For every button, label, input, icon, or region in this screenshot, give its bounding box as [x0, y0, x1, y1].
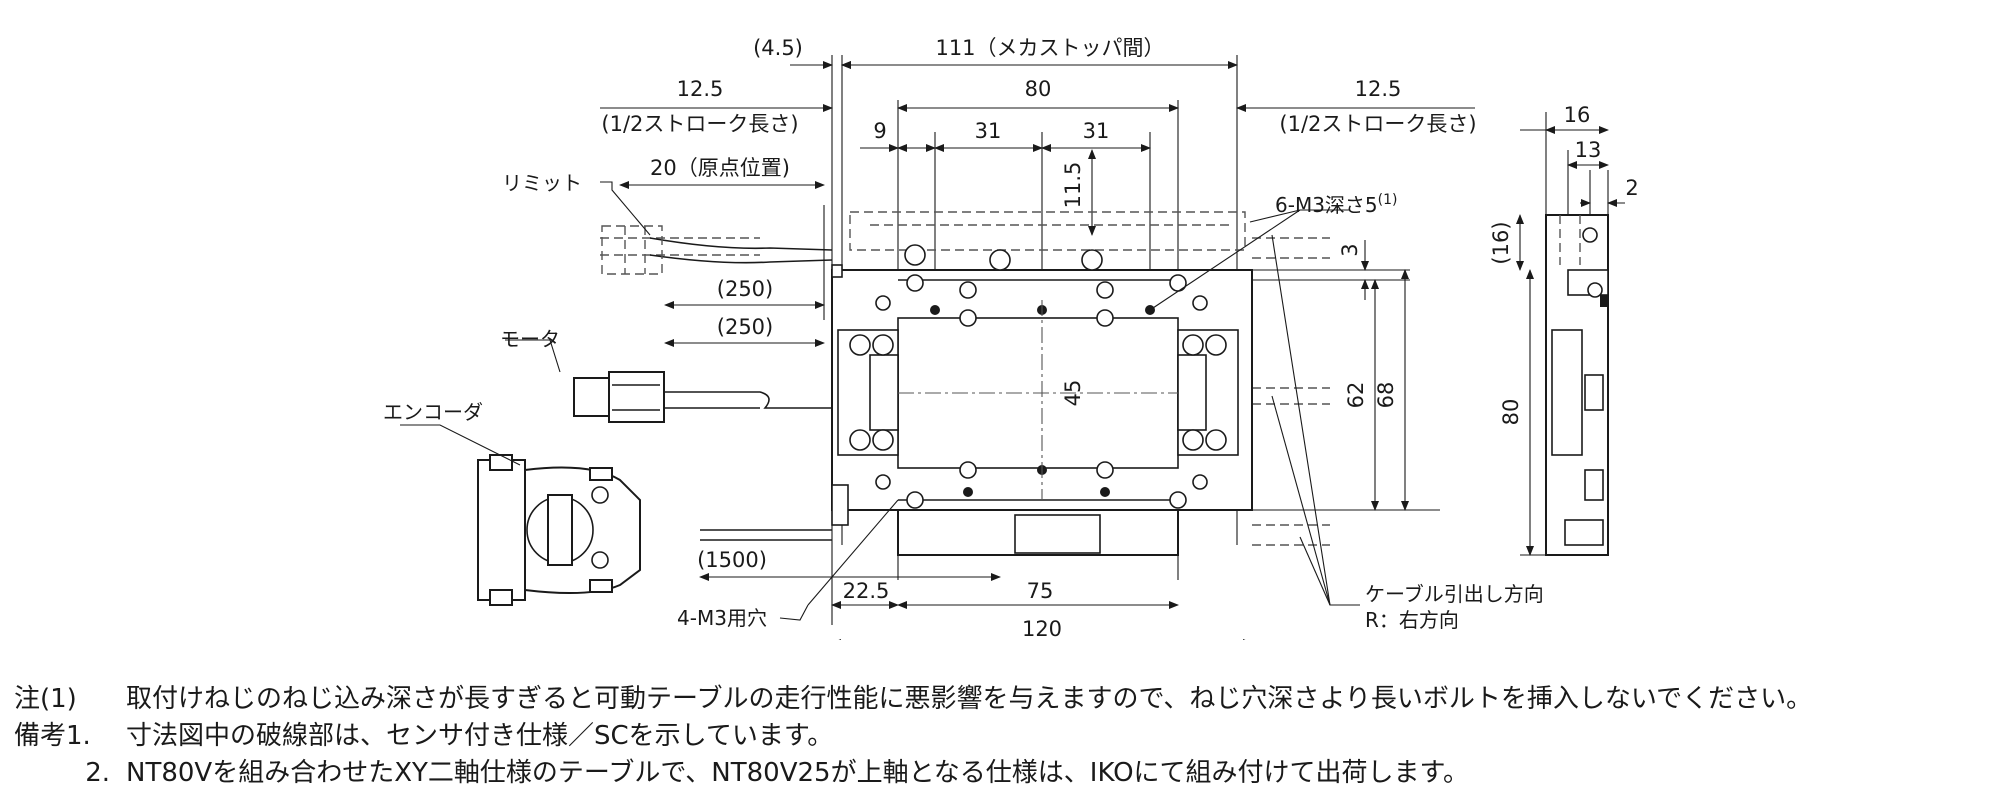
dim-12-5-left: 12.5	[677, 77, 724, 101]
note-text: 寸法図中の破線部は、センサ付き仕様／SCを示しています。	[126, 721, 834, 751]
cable-r-label: R：右方向	[1365, 608, 1459, 632]
dim-111: 111（メカストッパ間）	[935, 36, 1164, 60]
dimension-texts: (4.5) 111（メカストッパ間） 80 12.5 (1/2ストローク長さ) …	[601, 36, 1638, 640]
dim-250-b: (250)	[717, 315, 773, 339]
note-row: 備考1. 寸法図中の破線部は、センサ付き仕様／SCを示しています。	[14, 715, 1984, 752]
note-label: 2.	[85, 758, 110, 788]
dim-75: 75	[1027, 579, 1054, 603]
dim-16: 16	[1564, 103, 1591, 127]
side-view	[1545, 214, 1609, 556]
dimension-drawing: (4.5) 111（メカストッパ間） 80 12.5 (1/2ストローク長さ) …	[383, 36, 1639, 640]
dim-250-a: (250)	[717, 277, 773, 301]
hole-4-m3-label: 4-M3用穴	[677, 606, 767, 630]
dim-120: 120	[1022, 617, 1062, 640]
dim-2: 2	[1625, 176, 1638, 200]
dimension-lines	[600, 61, 1625, 640]
dim-half-stroke-right: (1/2ストローク長さ)	[1279, 112, 1476, 136]
dim-80-side: 80	[1499, 399, 1523, 426]
encoder-label: エンコーダ	[383, 400, 483, 424]
dim-1500: (1500)	[697, 548, 767, 572]
dim-11-5: 11.5	[1061, 162, 1085, 209]
note-text: NT80Vを組み合わせたXY二軸仕様のテーブルで、NT80V25が上軸となる仕様…	[126, 758, 1469, 788]
dim-16-paren: (16)	[1489, 221, 1513, 264]
dim-31-b: 31	[1083, 119, 1110, 143]
limit-label: リミット	[502, 171, 582, 195]
dim-12-5-right: 12.5	[1355, 77, 1402, 101]
encoder-connector	[477, 454, 641, 606]
motor-connector	[573, 371, 665, 423]
motor-label: モータ	[500, 327, 560, 351]
cable-direction-label: ケーブル引出し方向	[1365, 582, 1544, 606]
dim-22-5: 22.5	[843, 579, 890, 603]
limit-connector	[601, 225, 663, 275]
note-row: 2. NT80Vを組み合わせたXY二軸仕様のテーブルで、NT80V25が上軸とな…	[14, 752, 1984, 789]
note-label: 注(1)	[14, 684, 77, 714]
note-row: 注(1) 取付けねじのねじ込み深さが長すぎると可動テーブルの走行性能に悪影響を与…	[14, 678, 1984, 715]
center-lines	[898, 300, 1178, 500]
dim-62: 62	[1344, 382, 1368, 409]
dim-13: 13	[1575, 138, 1602, 162]
dim-80-top: 80	[1025, 77, 1052, 101]
note-text: 取付けねじのねじ込み深さが長すぎると可動テーブルの走行性能に悪影響を与えますので…	[126, 684, 1813, 714]
cables	[649, 237, 833, 541]
dim-68: 68	[1374, 382, 1398, 409]
dim-31-a: 31	[975, 119, 1002, 143]
dim-3: 3	[1338, 243, 1362, 256]
note-label: 備考1.	[14, 721, 91, 751]
dim-20: 20（原点位置)	[650, 156, 790, 180]
tap-6-m3-label: 6-M3深さ5(1)	[1275, 192, 1398, 217]
component-labels: リミット モータ エンコーダ 6-M3深さ5(1) 4-M3用穴 ケーブル引出し…	[383, 171, 1544, 632]
dim-4-5: (4.5)	[753, 36, 803, 60]
table-holes	[849, 244, 1227, 509]
leader-lines	[400, 181, 1360, 621]
note-ref: (1)	[1378, 192, 1398, 208]
dim-9: 9	[873, 119, 886, 143]
dim-45: 45	[1061, 380, 1085, 407]
notes-section: 注(1) 取付けねじのねじ込み深さが長すぎると可動テーブルの走行性能に悪影響を与…	[14, 678, 1984, 789]
dim-half-stroke-left: (1/2ストローク長さ)	[601, 112, 798, 136]
